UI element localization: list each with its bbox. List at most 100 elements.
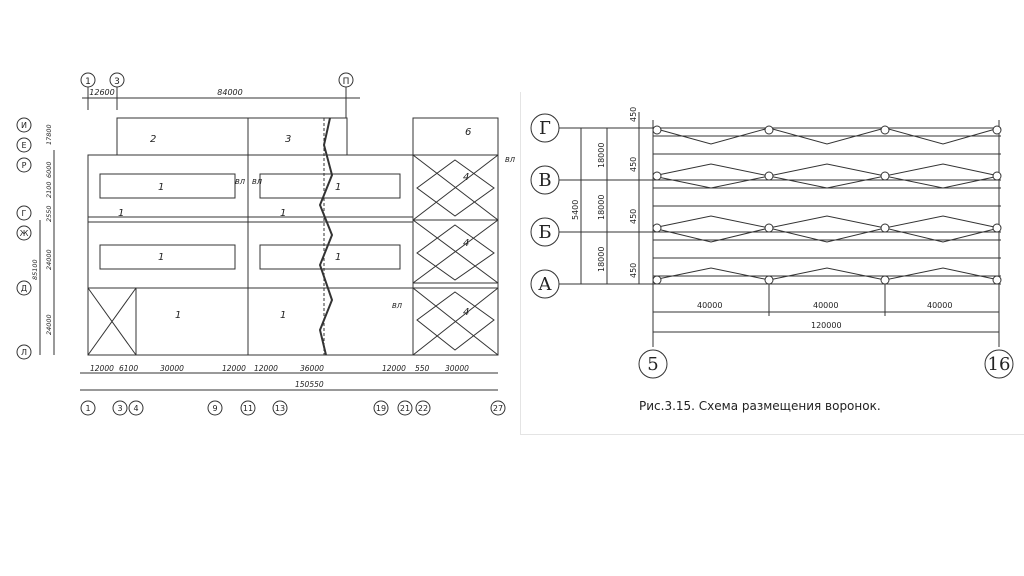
room-labels: 2 3 6 1 1 1 1 1 1 1 1 4 4 4	[118, 127, 471, 321]
axis-label: 4	[133, 404, 138, 413]
funnel-icon	[652, 171, 662, 181]
floor-plan-panel: 1 3 П 12600 84000	[14, 70, 520, 430]
axis-label: 11	[243, 404, 253, 413]
vertical-dims: 450 18000 450 18000 450 18000 450 5400	[571, 107, 638, 278]
dimension-text: 2100	[45, 181, 53, 198]
dimension-text: 40000	[813, 301, 838, 310]
room-label: 3	[285, 134, 291, 145]
dimension-text: 2550	[45, 205, 53, 222]
room-label: 1	[175, 310, 181, 321]
room-label: 1	[158, 252, 164, 263]
skylight	[99, 173, 236, 199]
dimension-text: 450	[629, 157, 638, 172]
right-wing	[412, 154, 499, 356]
funnel-icon	[764, 223, 774, 233]
column-axis-label: 5	[647, 354, 658, 375]
dimension-text: 550	[415, 364, 430, 373]
dimension-text: 24000	[45, 249, 53, 270]
room-label: 1	[335, 182, 341, 193]
figure-caption: Рис.3.15. Схема размещения воронок.	[639, 399, 881, 413]
room-label: 1	[118, 208, 124, 219]
axis-label: Ж	[20, 229, 29, 238]
dimension-text: 30000	[160, 364, 184, 373]
vl-label: ВЛ	[252, 178, 263, 186]
row-axis-label: А	[538, 274, 552, 295]
axis-label: П	[343, 77, 350, 87]
funnel-icon	[764, 125, 774, 135]
column-axis-label: 16	[988, 354, 1011, 375]
dimension-text: 450	[629, 209, 638, 224]
column-axes: 5 16	[638, 349, 1014, 379]
dimension-text: 24000	[45, 314, 53, 335]
row-axes: Г В Б А	[530, 113, 560, 299]
dimension-text: 18000	[597, 247, 606, 272]
span-dims: 40000 40000 40000 120000	[697, 301, 952, 330]
room-label: 6	[465, 127, 471, 138]
axis-label: 22	[418, 404, 428, 413]
funnel-icon	[764, 275, 774, 285]
dimension-text: 36000	[300, 364, 324, 373]
dimension-text: 30000	[445, 364, 469, 373]
skylight	[259, 173, 401, 199]
bracing	[87, 287, 137, 356]
dimension-text: 5400	[571, 200, 580, 220]
room-label: 1	[158, 182, 164, 193]
room-label: 1	[335, 252, 341, 263]
dimension-text: 18000	[597, 195, 606, 220]
dimension-text: 450	[629, 263, 638, 278]
funnel-icon	[880, 125, 890, 135]
vl-label: ВЛ	[392, 302, 403, 310]
dimension-text: 450	[629, 107, 638, 122]
building-outline	[87, 154, 499, 356]
axis-label: Е	[21, 141, 26, 150]
vl-labels: ВЛ ВЛ ВЛ ВЛ	[235, 156, 516, 310]
dimension-text: 40000	[697, 301, 722, 310]
dimension-text: 40000	[927, 301, 952, 310]
axis-label: 13	[275, 404, 285, 413]
dimension-text: 12600	[89, 88, 114, 97]
row-axis-label: Б	[538, 222, 551, 243]
roof-right-upper-block	[412, 117, 499, 156]
funnel-icon	[764, 171, 774, 181]
floor-plan-drawing: 1 3 П 12600 84000	[14, 72, 516, 416]
axis-label: Г	[22, 209, 27, 218]
axis-label: 3	[114, 77, 120, 87]
room-label: 1	[280, 310, 286, 321]
funnel-scheme-drawing: Г В Б А	[530, 107, 1014, 379]
room-label: 4	[463, 238, 469, 249]
axis-label: Р	[22, 161, 27, 170]
dimension-text: 12000	[222, 364, 246, 373]
funnel-icon	[652, 223, 662, 233]
row-axis-label: В	[538, 170, 551, 191]
funnel-icon	[992, 223, 1002, 233]
room-label: 2	[150, 134, 156, 145]
funnel-icon	[992, 275, 1002, 285]
funnel-icon	[652, 125, 662, 135]
bottom-axes: 1 3 4 9 11 13 19 21 22 27	[80, 400, 506, 416]
vl-label: ВЛ	[235, 178, 246, 186]
axis-label: 9	[212, 404, 217, 413]
dimension-text: 150550	[295, 380, 324, 389]
dimension-text: 17800	[45, 124, 53, 145]
room-label: 4	[463, 307, 469, 318]
axis-label: 27	[493, 404, 503, 413]
dimension-text: 120000	[811, 321, 842, 330]
funnel-icon	[992, 171, 1002, 181]
axis-label: 1	[85, 77, 91, 87]
bottom-dims: 12000 6100 30000 12000 12000 36000 12000…	[90, 364, 469, 389]
dimension-text: 6000	[45, 161, 53, 178]
left-axes-panel: И Е Р Г Ж Д Л 17800 6000 2100 2550 24000…	[14, 70, 74, 370]
room-label: 4	[463, 172, 469, 183]
axis-label: И	[21, 121, 27, 130]
skylight	[99, 244, 236, 270]
dimension-text: 12000	[90, 364, 114, 373]
funnels	[652, 125, 1002, 285]
skylight	[259, 244, 401, 270]
funnel-scheme-panel: Г В Б А	[520, 92, 1024, 435]
dimension-text: 6100	[119, 364, 138, 373]
dimension-text: 12000	[382, 364, 406, 373]
funnel-icon	[992, 125, 1002, 135]
room-label: 1	[280, 208, 286, 219]
dimension-text: 12000	[254, 364, 278, 373]
dimension-text: 85100	[31, 259, 39, 280]
